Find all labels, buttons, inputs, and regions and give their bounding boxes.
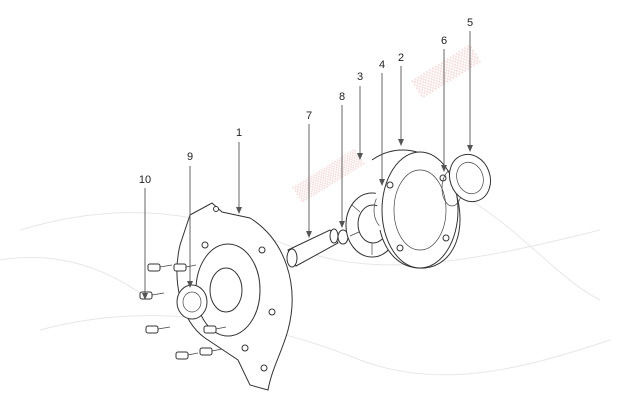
callout-labels: 1 2 3 4 5 6 7 8 9 10 <box>139 17 473 186</box>
bolt <box>175 351 199 360</box>
bolts <box>139 263 227 360</box>
bolt <box>147 263 173 272</box>
bolt <box>203 325 227 334</box>
oil-seal <box>448 153 492 203</box>
shaft <box>286 228 339 268</box>
bolt <box>145 325 171 334</box>
cap-seal <box>176 284 208 320</box>
bolt <box>199 347 223 356</box>
callout-6: 6 <box>441 35 447 47</box>
svg-text:▒▒▒▒▒▒: ▒▒▒▒▒▒ <box>292 148 365 204</box>
pump-housing <box>176 202 293 391</box>
callout-1: 1 <box>236 127 242 139</box>
leader-lines <box>142 31 473 300</box>
callout-4: 4 <box>379 59 385 71</box>
callout-8: 8 <box>339 91 345 103</box>
svg-text:▒▒▒▒▒: ▒▒▒▒▒ <box>411 44 481 99</box>
callout-2: 2 <box>398 52 404 64</box>
callout-10: 10 <box>139 174 151 186</box>
pump-body <box>371 149 461 269</box>
callout-3: 3 <box>357 71 363 83</box>
callout-7: 7 <box>306 110 312 122</box>
background-sketch <box>0 199 611 376</box>
bolt <box>173 263 197 272</box>
callout-5: 5 <box>467 17 473 29</box>
callout-9: 9 <box>187 151 193 163</box>
